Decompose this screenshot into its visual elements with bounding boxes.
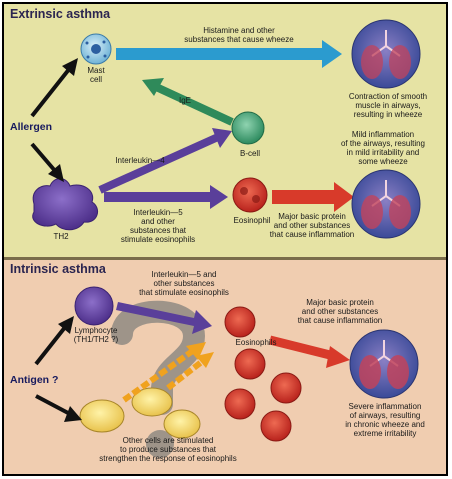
histamine-label: Histamine and other substances that caus… [184, 26, 294, 44]
extrinsic-title: Extrinsic asthma [10, 7, 111, 21]
mild-inflammation-label: Mild inflammation of the airways, result… [340, 130, 426, 166]
orange-arrows [122, 342, 214, 403]
intrinsic-interleukin5-arrow [116, 302, 212, 334]
interleukin4-arrow [98, 128, 232, 194]
eosinophil-cluster [224, 306, 302, 442]
antigen-arrows [34, 316, 82, 422]
b-cell [231, 111, 265, 145]
major-basic-arrow [272, 182, 354, 212]
eosinophil-label: Eosinophil [233, 216, 271, 225]
severe-inflammation-label: Severe inflammation of airways, resultin… [345, 402, 425, 438]
interleukin5-label: Interleukin—5 and other substances that … [120, 208, 196, 244]
intrinsic-title: Intrinsic asthma [10, 262, 106, 276]
panel-divider [4, 257, 446, 260]
lungs-mild-inflammation [351, 169, 421, 239]
eosinophil-cell [232, 177, 268, 213]
eosinophils-label: Eosinophils [235, 338, 277, 347]
other-cells-label: Other cells are stimulated to produce su… [99, 436, 237, 463]
interleukin4-label: Interleukin—4 [115, 156, 165, 165]
th2-cell [32, 178, 99, 231]
contraction-label: Contraction of smooth muscle in airways,… [348, 92, 428, 119]
lungs-contraction [351, 19, 421, 89]
antigen-label: Antigen ? [10, 374, 59, 386]
b-cell-label: B-cell [239, 149, 260, 158]
mast-cell-label: Mast cell [87, 66, 105, 84]
mast-cell [80, 33, 112, 65]
interleukin5-arrow [104, 185, 228, 209]
intrinsic-interleukin5-label: Interleukin—5 and other substances that … [139, 270, 229, 297]
diagram-frame: Extrinsic asthma Allergen Mast cell Hist… [2, 2, 448, 476]
lymphocyte-label: Lymphocyte (TH1/TH2 ?) [73, 326, 119, 344]
other-cells [79, 387, 201, 439]
ige-arrow [142, 78, 234, 126]
allergen-arrows [30, 58, 78, 182]
lungs-severe-inflammation [349, 329, 419, 399]
allergen-label: Allergen [10, 121, 53, 133]
histamine-arrow [116, 40, 342, 68]
question-mark-graphic [111, 300, 206, 458]
ige-label: IgE [178, 96, 191, 105]
th2-label: TH2 [53, 232, 69, 241]
intrinsic-major-basic-arrow [268, 335, 350, 368]
lymphocyte-cell [74, 286, 114, 326]
major-basic-label: Major basic protein and other substances… [269, 212, 355, 239]
intrinsic-major-basic-label: Major basic protein and other substances… [297, 298, 383, 325]
